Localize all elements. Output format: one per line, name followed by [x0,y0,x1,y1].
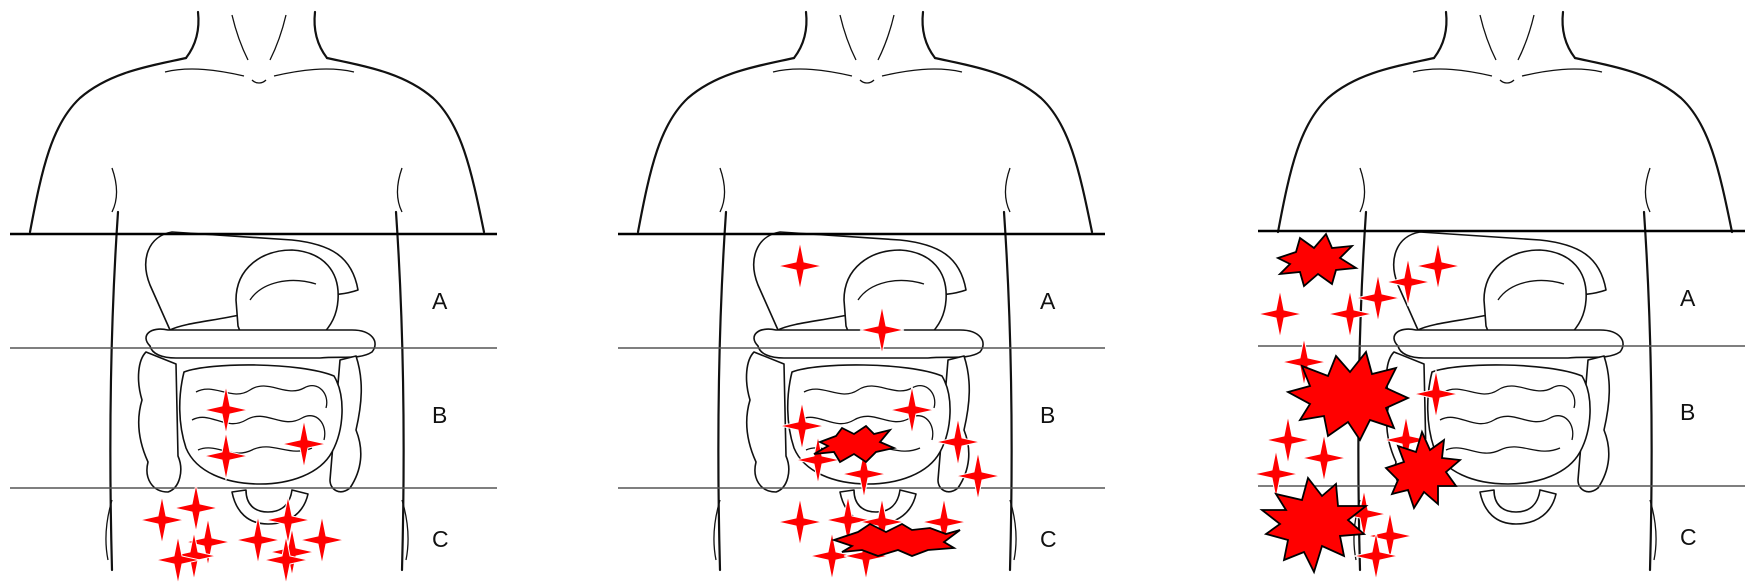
zone-label-c: C [1680,524,1697,550]
star-marker [1254,450,1298,498]
star-marker [270,528,314,576]
star-marker [1266,416,1310,464]
star-marker [778,498,822,546]
panel-1: A B C [10,12,497,584]
zone-label-b: B [432,402,447,428]
star-marker [1302,434,1346,482]
star-marker [264,536,308,584]
burst-marker [1278,234,1356,286]
zone-label-a: A [432,288,448,314]
panel-2: A B C [618,12,1105,580]
zone-label-a: A [1040,288,1056,314]
zone-label-a: A [1680,285,1696,311]
star-marker [174,484,218,532]
zone-label-b: B [1040,402,1055,428]
star-marker [1258,290,1302,338]
panel-3: A B C [1254,12,1745,580]
star-marker [300,516,344,564]
zone-label-c: C [1040,526,1057,552]
digestive-organs [139,232,376,524]
zone-label-c: C [432,526,449,552]
zone-label-b: B [1680,399,1695,425]
